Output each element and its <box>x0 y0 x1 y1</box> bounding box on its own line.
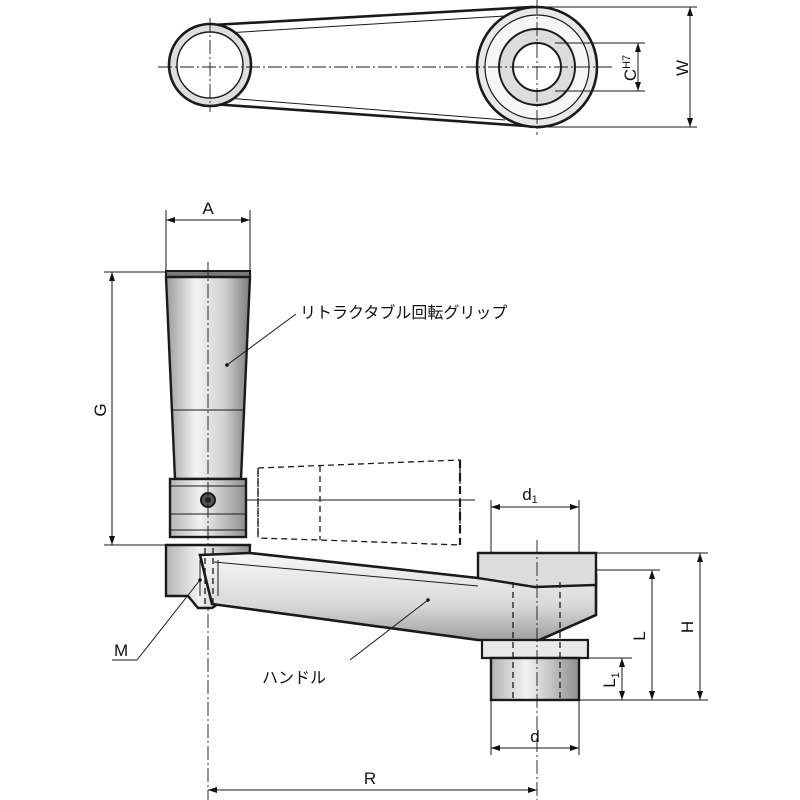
dim-label-c: CH7 <box>621 55 640 81</box>
dim-label-h: H <box>678 621 697 633</box>
dimension-h: H <box>579 552 708 701</box>
dimension-c: CH7 <box>555 42 645 92</box>
dimension-r: R <box>208 769 537 793</box>
top-view <box>158 0 613 135</box>
leader-m: M <box>112 578 202 661</box>
dimension-l1: L1 <box>588 657 632 700</box>
dimension-w: W <box>530 6 697 128</box>
dim-label-d: d <box>530 727 539 746</box>
dim-label-r: R <box>364 769 376 788</box>
dimension-g: G <box>91 271 166 546</box>
dim-label-l1: L1 <box>600 672 622 688</box>
callout-handle: ハンドル <box>262 598 430 687</box>
vertical-grip <box>164 262 252 800</box>
dim-label-l: L <box>630 631 649 640</box>
dim-label-w: W <box>673 60 692 76</box>
callout-handle-label: ハンドル <box>262 670 326 687</box>
retracted-grip-phantom <box>210 459 475 546</box>
callout-grip: リトラクタブル回転グリップ <box>225 303 507 367</box>
dimension-d1: d1 <box>490 485 580 553</box>
dim-label-a: A <box>202 199 214 218</box>
dimension-d: d <box>490 700 580 755</box>
callout-grip-label: リトラクタブル回転グリップ <box>300 303 507 322</box>
dim-label-g: G <box>91 403 110 416</box>
dimension-a: A <box>165 199 251 272</box>
handle-arm <box>164 540 598 800</box>
dimension-l: L <box>596 569 660 700</box>
dim-label-d1: d1 <box>522 485 538 506</box>
dim-label-m: M <box>114 641 128 660</box>
